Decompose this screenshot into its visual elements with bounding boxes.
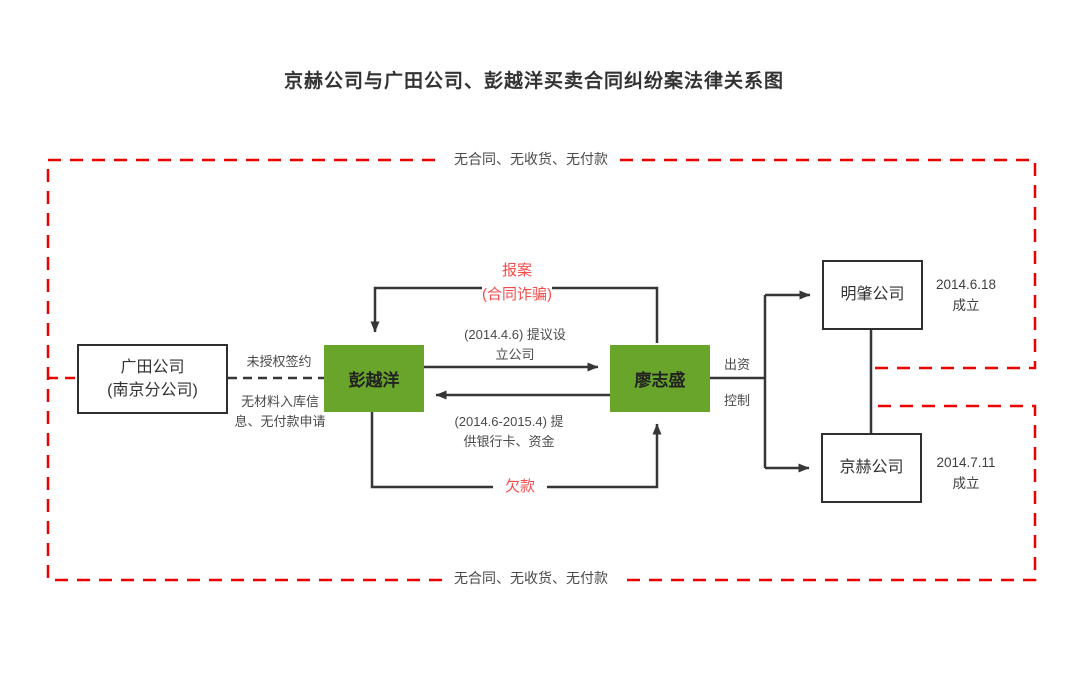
edge-provide-label: (2014.6-2015.4) 提供银行卡、资金	[454, 414, 564, 449]
edge-invest-label: 出资	[723, 357, 751, 372]
node-peng: 彭越洋	[324, 345, 424, 412]
node-jinghe-name: 京赫公司	[839, 459, 904, 477]
edge-unauthorized-label: 未授权签约	[246, 354, 312, 369]
edge-report-text: 报案	[501, 262, 532, 279]
edge-control-label: 控制	[723, 393, 751, 408]
jinghe-founded-status: 成立	[952, 475, 980, 491]
node-mingzhao: 明肇公司	[822, 260, 923, 330]
mingzhao-founded-status: 成立	[952, 297, 980, 313]
node-guangtian-subtitle: (南京分公司)	[107, 382, 198, 399]
mingzhao-founded-date: 2014.6.18	[935, 277, 997, 292]
jinghe-founded-note: 2014.7.11 成立	[936, 453, 995, 495]
edge-debt-label: 欠款	[492, 476, 548, 499]
node-guangtian-label: 广田公司 (南京分公司)	[107, 356, 198, 402]
edge-propose-label: (2014.4.6) 提议设立公司	[464, 327, 566, 362]
node-liao: 廖志盛	[610, 345, 710, 412]
edge-report-label: 报案 (合同诈骗)	[482, 259, 552, 307]
node-guangtian: 广田公司 (南京分公司)	[77, 344, 228, 414]
jinghe-founded-date: 2014.7.11	[936, 455, 996, 470]
diagram-title: 京赫公司与广田公司、彭越洋买卖合同纠纷案法律关系图	[283, 71, 784, 92]
mingzhao-founded-note: 2014.6.18 成立	[936, 275, 996, 317]
node-jinghe: 京赫公司	[821, 433, 922, 503]
node-peng-name: 彭越洋	[348, 371, 400, 390]
boundary-top-label: 无合同、无收货、无付款	[444, 149, 618, 170]
boundary-dashed-line	[46, 158, 1037, 582]
edge-report-detail: (合同诈骗)	[482, 286, 552, 303]
boundary-bottom-label: 无合同、无收货、无付款	[444, 568, 618, 589]
edge-no-material-label: 无材料入库信息、无付款申请	[234, 394, 326, 429]
node-mingzhao-name: 明肇公司	[840, 286, 905, 304]
node-liao-name: 廖志盛	[634, 371, 686, 390]
node-guangtian-name: 广田公司	[120, 358, 185, 376]
